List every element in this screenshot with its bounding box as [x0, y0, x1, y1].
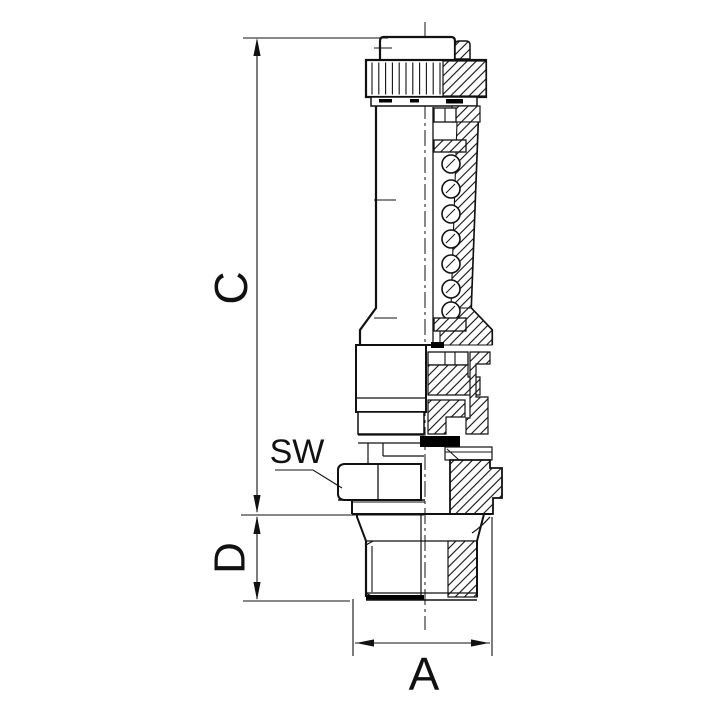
- dimension-a-label: A: [409, 648, 440, 700]
- valve-cross-section: [337, 22, 503, 630]
- valve-disc: [427, 364, 481, 396]
- spring-assembly: [433, 107, 467, 332]
- dimension-c-label: C: [205, 271, 257, 304]
- wrench-size-callout: SW: [270, 433, 343, 489]
- dimension-d-label: D: [206, 542, 255, 574]
- body-flange: [338, 499, 492, 515]
- threaded-connection: [356, 513, 485, 601]
- spring-plate-top: [433, 139, 467, 153]
- hex-nut: [337, 463, 422, 501]
- dimensioning: C D SW A: [205, 37, 493, 700]
- outlet-flange: [449, 459, 503, 515]
- arrowhead-down-icon: [253, 495, 261, 513]
- arrowhead-left-icon: [356, 639, 374, 647]
- dimension-a: A: [352, 517, 493, 700]
- valve-body: [355, 342, 503, 534]
- vent-nipple: [454, 40, 471, 60]
- arrowhead-right-icon: [471, 639, 489, 647]
- dimension-d: D: [206, 514, 424, 602]
- dimension-c: C: [205, 37, 388, 513]
- knurling-lines: [371, 62, 441, 95]
- spring-coils: [441, 154, 461, 321]
- valve-seat: [427, 399, 466, 435]
- spring-plate-bottom: [433, 317, 467, 332]
- lift-stem: [374, 35, 471, 60]
- spring-bonnet: [358, 106, 494, 346]
- arrowhead-down-icon: [253, 582, 261, 600]
- leader-line: [275, 469, 343, 489]
- knurled-cap: [364, 58, 488, 123]
- seal-ring: [420, 436, 460, 447]
- wrench-size-label: SW: [270, 433, 325, 471]
- spindle-guide: [427, 351, 469, 366]
- body-side-wall: [465, 351, 491, 435]
- arrowhead-up-icon: [253, 516, 261, 534]
- arrowhead-up-icon: [253, 38, 261, 56]
